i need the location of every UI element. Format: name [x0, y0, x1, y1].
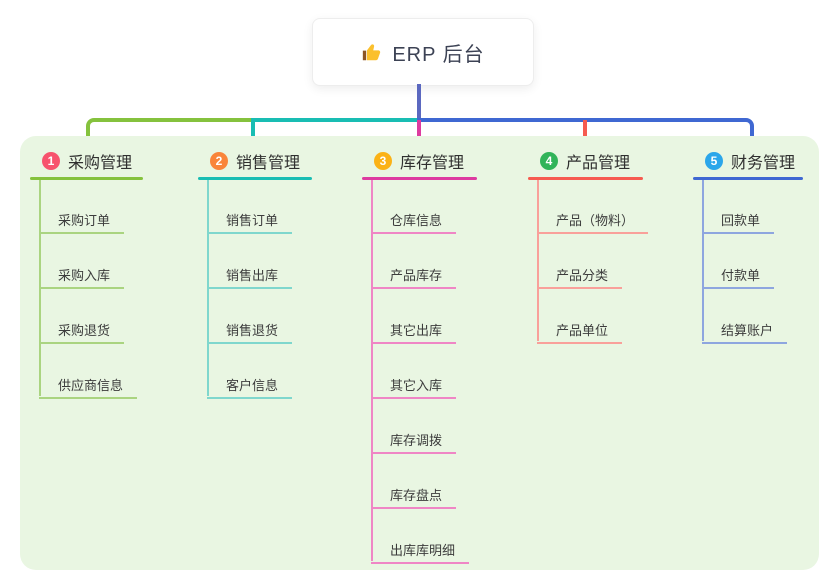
connector-branch-4-drop [583, 120, 587, 147]
branch-badge-4: 4 [540, 152, 558, 170]
branch-underline [528, 177, 643, 180]
child-node[interactable]: 采购订单 [39, 212, 125, 234]
branch-spine [702, 180, 704, 341]
child-node[interactable]: 客户信息 [207, 377, 293, 399]
branch-badge-5: 5 [705, 152, 723, 170]
child-node[interactable]: 采购退货 [39, 322, 125, 344]
thumbs-up-icon [363, 44, 381, 61]
child-node[interactable]: 销售退货 [207, 322, 293, 344]
child-node[interactable]: 其它入库 [371, 377, 457, 399]
child-node[interactable]: 产品库存 [371, 267, 457, 289]
child-node[interactable]: 出库库明细 [371, 542, 470, 564]
child-node[interactable]: 付款单 [702, 267, 775, 289]
branch-underline [30, 177, 143, 180]
child-node[interactable]: 结算账户 [702, 322, 788, 344]
child-node[interactable]: 仓库信息 [371, 212, 457, 234]
branch-node-finance[interactable]: 5 财务管理 [693, 148, 839, 174]
connector-root-drop [417, 84, 421, 120]
child-node[interactable]: 产品（物料） [537, 212, 649, 234]
branch-label: 产品管理 [566, 155, 631, 172]
branch-product-management: 4 产品管理 产品（物料） 产品分类 产品单位 [528, 148, 683, 344]
child-node[interactable]: 销售订单 [207, 212, 293, 234]
root-node-erp[interactable]: ERP 后台 [312, 18, 534, 86]
connector-branch-1-elbow [86, 118, 254, 148]
branch-underline [198, 177, 312, 180]
branch-node-sales[interactable]: 2 销售管理 [198, 148, 353, 174]
branch-purchase-management: 1 采购管理 采购订单 采购入库 采购退货 供应商信息 [30, 148, 185, 399]
child-node[interactable]: 产品分类 [537, 267, 623, 289]
branch-finance-management: 5 财务管理 回款单 付款单 结算账户 [693, 148, 839, 344]
branch-badge-2: 2 [210, 152, 228, 170]
child-node[interactable]: 其它出库 [371, 322, 457, 344]
connector-branch-2-elbow [251, 118, 420, 148]
branch-node-inventory[interactable]: 3 库存管理 [362, 148, 517, 174]
branch-sales-management: 2 销售管理 销售订单 销售出库 销售退货 客户信息 [198, 148, 353, 399]
connector-branch-3-drop [417, 120, 421, 147]
child-node[interactable]: 回款单 [702, 212, 775, 234]
branch-label: 采购管理 [68, 155, 133, 172]
branch-inventory-management: 3 库存管理 仓库信息 产品库存 其它出库 其它入库 库存调拨 库存盘点 出库库… [362, 148, 517, 564]
child-node[interactable]: 库存盘点 [371, 487, 457, 509]
branch-label: 库存管理 [400, 155, 465, 172]
branch-underline [362, 177, 477, 180]
child-node[interactable]: 产品单位 [537, 322, 623, 344]
branch-label: 财务管理 [731, 155, 796, 172]
branch-label: 销售管理 [236, 155, 301, 172]
branch-node-purchase[interactable]: 1 采购管理 [30, 148, 185, 174]
child-node[interactable]: 采购入库 [39, 267, 125, 289]
branch-spine [371, 180, 373, 561]
mindmap-board [20, 136, 819, 570]
branch-badge-3: 3 [374, 152, 392, 170]
child-node[interactable]: 库存调拨 [371, 432, 457, 454]
root-title: ERP 后台 [392, 43, 485, 66]
child-node[interactable]: 销售出库 [207, 267, 293, 289]
branch-underline [693, 177, 803, 180]
branch-badge-1: 1 [42, 152, 60, 170]
child-node[interactable]: 供应商信息 [39, 377, 138, 399]
branch-spine [537, 180, 539, 341]
branch-node-product[interactable]: 4 产品管理 [528, 148, 683, 174]
